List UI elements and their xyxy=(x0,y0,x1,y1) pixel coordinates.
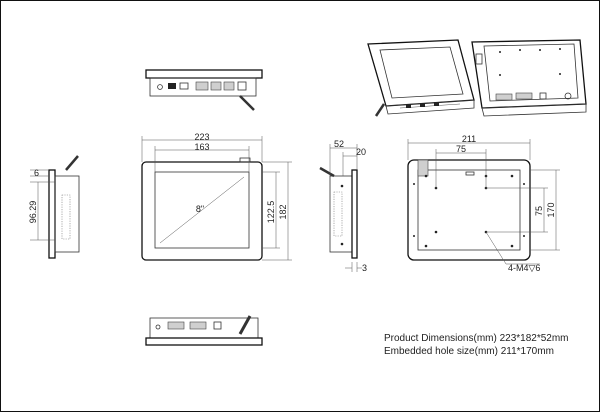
left-top-offset-label: 6 xyxy=(34,168,39,178)
front-active-width: 163 xyxy=(194,142,209,152)
side-depth-label: 52 xyxy=(334,139,344,149)
bottom-view xyxy=(145,315,263,346)
side-panel-thickness-label: 3 xyxy=(362,263,367,273)
product-dimensions-text: Product Dimensions(mm) 223*182*52mm xyxy=(384,333,569,344)
front-view: 223 163 122.5 182 8" xyxy=(141,132,292,261)
isometric-front-view xyxy=(367,39,475,117)
rear-cutout-height: 170 xyxy=(546,202,556,217)
top-view xyxy=(145,69,263,111)
isometric-rear-view xyxy=(471,39,587,117)
left-side-view: 6 96.29 xyxy=(28,155,80,259)
rear-mount-spacing-x: 75 xyxy=(456,144,466,154)
rear-view: 211 75 75 170 4-M4▽6 xyxy=(407,134,560,273)
rear-screw-spec: 4-M4▽6 xyxy=(508,263,540,273)
front-display-area xyxy=(154,171,250,249)
front-active-height: 122.5 xyxy=(266,201,276,224)
embedded-hole-text: Embedded hole size(mm) 211*170mm xyxy=(384,346,554,357)
front-overall-width: 223 xyxy=(194,132,209,142)
rear-cutout-width: 211 xyxy=(462,134,476,144)
side-bezel-depth-label: 20 xyxy=(356,147,366,157)
right-side-view: 52 20 3 xyxy=(319,139,367,273)
left-hole-spacing-label: 96.29 xyxy=(28,201,38,224)
front-overall-height: 182 xyxy=(278,204,288,219)
rear-mount-spacing-y: 75 xyxy=(534,206,544,216)
front-bezel xyxy=(141,161,263,261)
screen-size-label: 8" xyxy=(196,204,204,214)
